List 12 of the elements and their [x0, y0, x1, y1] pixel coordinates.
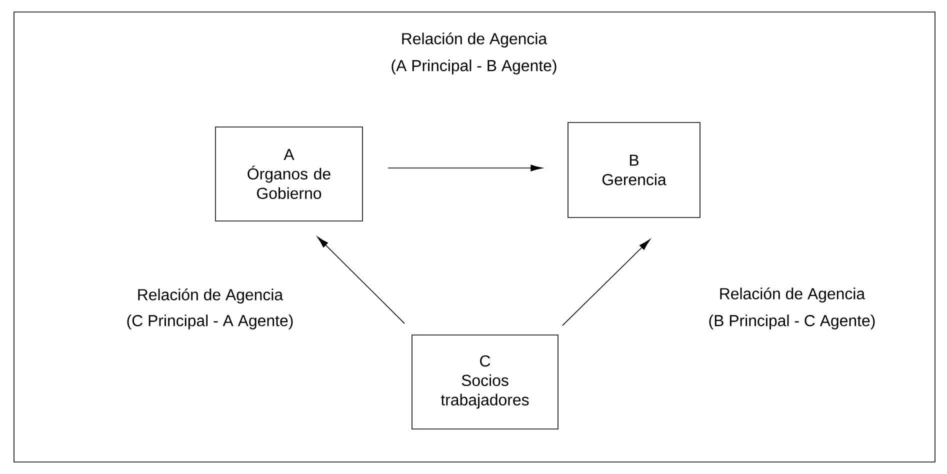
relation-label: (A Principal - B Agente)	[392, 60, 556, 74]
relation-label: Relación de Agencia	[138, 288, 284, 304]
process-box: C Socios trabajadores	[412, 334, 558, 430]
relation-label: (C Principal - A Agente)	[127, 314, 293, 330]
arrow	[388, 164, 543, 172]
arrow	[317, 236, 405, 324]
relation-label: Relación de Agencia	[402, 32, 548, 48]
arrow	[562, 239, 650, 326]
relation-label: (B Principal - C Agente)	[709, 314, 875, 330]
relation-label: Relación de Agencia	[720, 287, 866, 303]
process-box: B Gerencia	[568, 122, 700, 218]
process-box: A Órganos de Gobierno	[215, 126, 363, 222]
